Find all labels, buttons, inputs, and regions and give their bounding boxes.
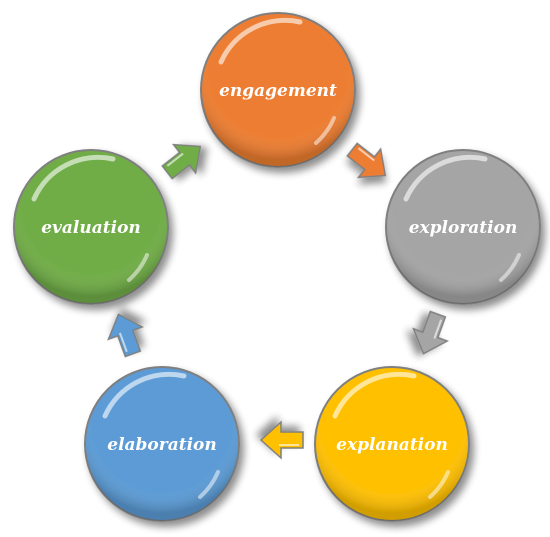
stage-exploration: exploration bbox=[385, 149, 541, 305]
stage-elaboration: elaboration bbox=[84, 366, 240, 522]
arrow-evaluation-to-engagement-icon bbox=[161, 143, 202, 180]
exploration-label: exploration bbox=[409, 218, 518, 238]
arrow-engagement-to-exploration-icon bbox=[346, 142, 387, 179]
explanation-label: explanation bbox=[336, 435, 448, 455]
arrow-explanation-to-elaboration-icon bbox=[259, 420, 304, 460]
stage-evaluation: evaluation bbox=[13, 149, 169, 305]
stage-explanation: explanation bbox=[314, 366, 470, 522]
stage-engagement: engagement bbox=[200, 12, 356, 168]
arrow-elaboration-to-evaluation-icon bbox=[107, 313, 145, 358]
evaluation-label: evaluation bbox=[41, 218, 141, 238]
arrow-exploration-to-explanation-icon bbox=[412, 310, 450, 355]
elaboration-label: elaboration bbox=[107, 435, 217, 455]
engagement-label: engagement bbox=[219, 81, 337, 101]
